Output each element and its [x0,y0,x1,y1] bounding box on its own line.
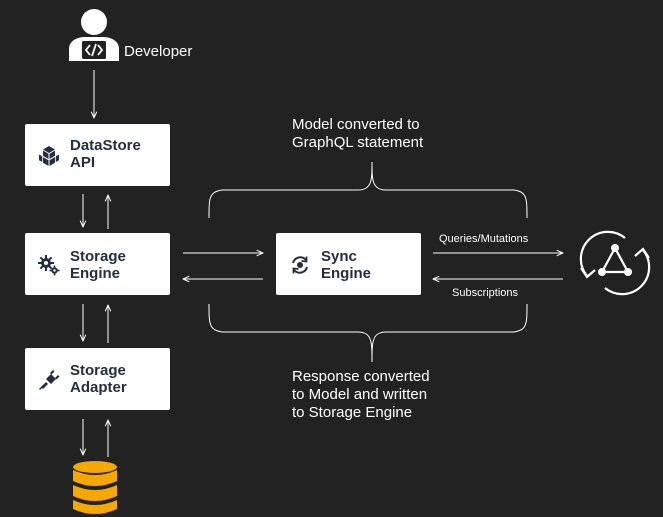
bottom-annotation: Response converted to Model and written … [292,368,430,422]
plug-icon [39,370,60,390]
top-annotation-line-1: Model converted to [292,116,420,133]
appsync-icon [579,230,651,296]
developer-node: Developer [67,5,207,65]
datastore-api-label-1: DataStore [70,137,141,154]
bottom-annotation-line-1: Response converted [292,368,430,385]
subscriptions-label: Subscriptions [452,287,519,299]
queries-mutations-label: Queries/Mutations [439,233,529,245]
developer-icon [69,9,119,61]
bottom-annotation-line-2: to Model and written [292,386,428,403]
top-brace [208,161,528,219]
datastore-api-label-2: API [70,154,96,171]
sync-engine-label-2: Engine [321,265,372,282]
sync-engine-label-1: Sync [321,248,357,265]
storage-adapter-label-1: Storage [70,362,126,379]
database-icon [73,461,117,514]
top-annotation-line-2: GraphQL statement [292,134,424,151]
storage-adapter-label-2: Adapter [70,379,127,396]
bottom-brace [208,303,528,363]
top-annotation: Model converted to GraphQL statement [292,116,423,152]
cubes-icon [39,146,59,166]
datastore-api-box: DataStore API [25,124,170,186]
sync-engine-box: Sync Engine [276,233,421,295]
sync-icon [292,256,308,274]
storage-engine-label-1: Storage [70,248,126,265]
gears-icon [38,255,60,276]
storage-engine-label-2: Engine [70,265,121,282]
storage-engine-box: Storage Engine [25,233,170,295]
developer-label: Developer [124,43,193,60]
bottom-annotation-line-3: to Storage Engine [292,404,413,421]
storage-adapter-box: Storage Adapter [25,348,170,410]
